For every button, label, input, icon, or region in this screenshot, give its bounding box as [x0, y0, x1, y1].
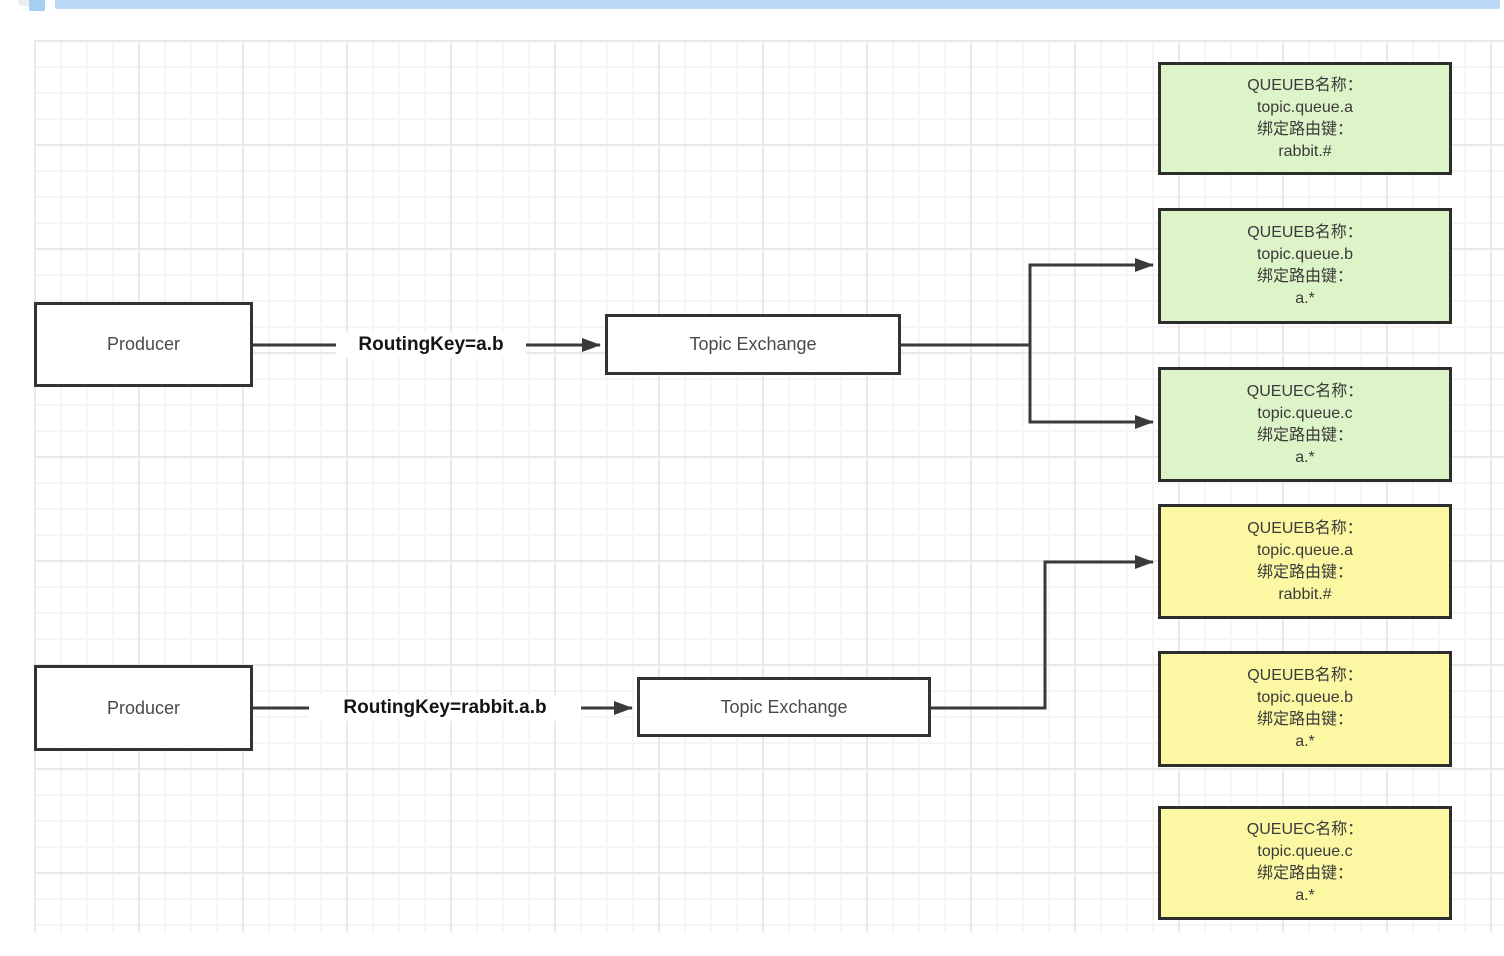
queue-title: QUEUEB名称：	[1247, 224, 1363, 241]
grid-background	[34, 40, 1504, 932]
queue-title: QUEUEB名称：	[1247, 667, 1363, 684]
queue-box-green-c: QUEUEC名称： topic.queue.c 绑定路由键： a.*	[1158, 367, 1452, 482]
queue-binding-key: a.*	[1295, 887, 1315, 904]
queue-binding-key: rabbit.#	[1278, 585, 1332, 603]
producer-label-1: Producer	[106, 334, 181, 354]
queue-box-green-a: QUEUEB名称： topic.queue.a 绑定路由键： rabbit.#	[1158, 62, 1452, 175]
topic-exchange-box-1: Topic Exchange	[605, 314, 901, 375]
queue-binding-title: 绑定路由键：	[1256, 426, 1353, 444]
producer-box-1: Producer	[34, 302, 253, 387]
top-blue-bar	[55, 0, 1500, 9]
queue-name: topic.queue.a	[1256, 98, 1354, 116]
top-blue-tab	[29, 0, 45, 11]
queue-title: QUEUEB名称：	[1247, 76, 1363, 94]
topic-exchange-box-2: Topic Exchange	[637, 677, 931, 737]
queue-binding-title: 绑定路由键：	[1256, 563, 1353, 581]
queue-binding-key: a.*	[1295, 733, 1315, 750]
queue-binding-title: 绑定路由键：	[1256, 268, 1353, 285]
queue-box-yellow-a: QUEUEB名称： topic.queue.a 绑定路由键： rabbit.#	[1158, 504, 1452, 619]
topic-exchange-label-1: Topic Exchange	[689, 334, 817, 354]
queue-box-green-b: QUEUEB名称： topic.queue.b 绑定路由键： a.*	[1158, 208, 1452, 324]
producer-label-2: Producer	[106, 697, 181, 718]
queue-name: topic.queue.c	[1257, 404, 1353, 422]
queue-name: topic.queue.a	[1256, 541, 1354, 559]
producer-box-2: Producer	[34, 665, 253, 751]
queue-title: QUEUEC名称：	[1246, 382, 1364, 400]
queue-title: QUEUEB名称：	[1247, 519, 1363, 537]
queue-name: topic.queue.b	[1256, 246, 1354, 263]
routing-key-label-2: RoutingKey=rabbit.a.b	[309, 695, 581, 721]
queue-binding-title: 绑定路由键：	[1256, 711, 1353, 728]
queue-binding-key: rabbit.#	[1278, 142, 1332, 160]
topic-exchange-label-2: Topic Exchange	[720, 696, 848, 717]
queue-name: topic.queue.c	[1257, 843, 1353, 860]
queue-name: topic.queue.b	[1256, 689, 1354, 706]
queue-title: QUEUEC名称：	[1246, 821, 1364, 838]
queue-binding-title: 绑定路由键：	[1256, 865, 1353, 882]
queue-box-yellow-c: QUEUEC名称： topic.queue.c 绑定路由键： a.*	[1158, 806, 1452, 920]
routing-key-label-1: RoutingKey=a.b	[336, 332, 526, 358]
queue-binding-key: a.*	[1295, 290, 1315, 307]
queue-binding-key: a.*	[1295, 448, 1315, 466]
queue-binding-title: 绑定路由键：	[1256, 120, 1353, 138]
queue-box-yellow-b: QUEUEB名称： topic.queue.b 绑定路由键： a.*	[1158, 651, 1452, 767]
top-gray-nub	[18, 0, 33, 6]
